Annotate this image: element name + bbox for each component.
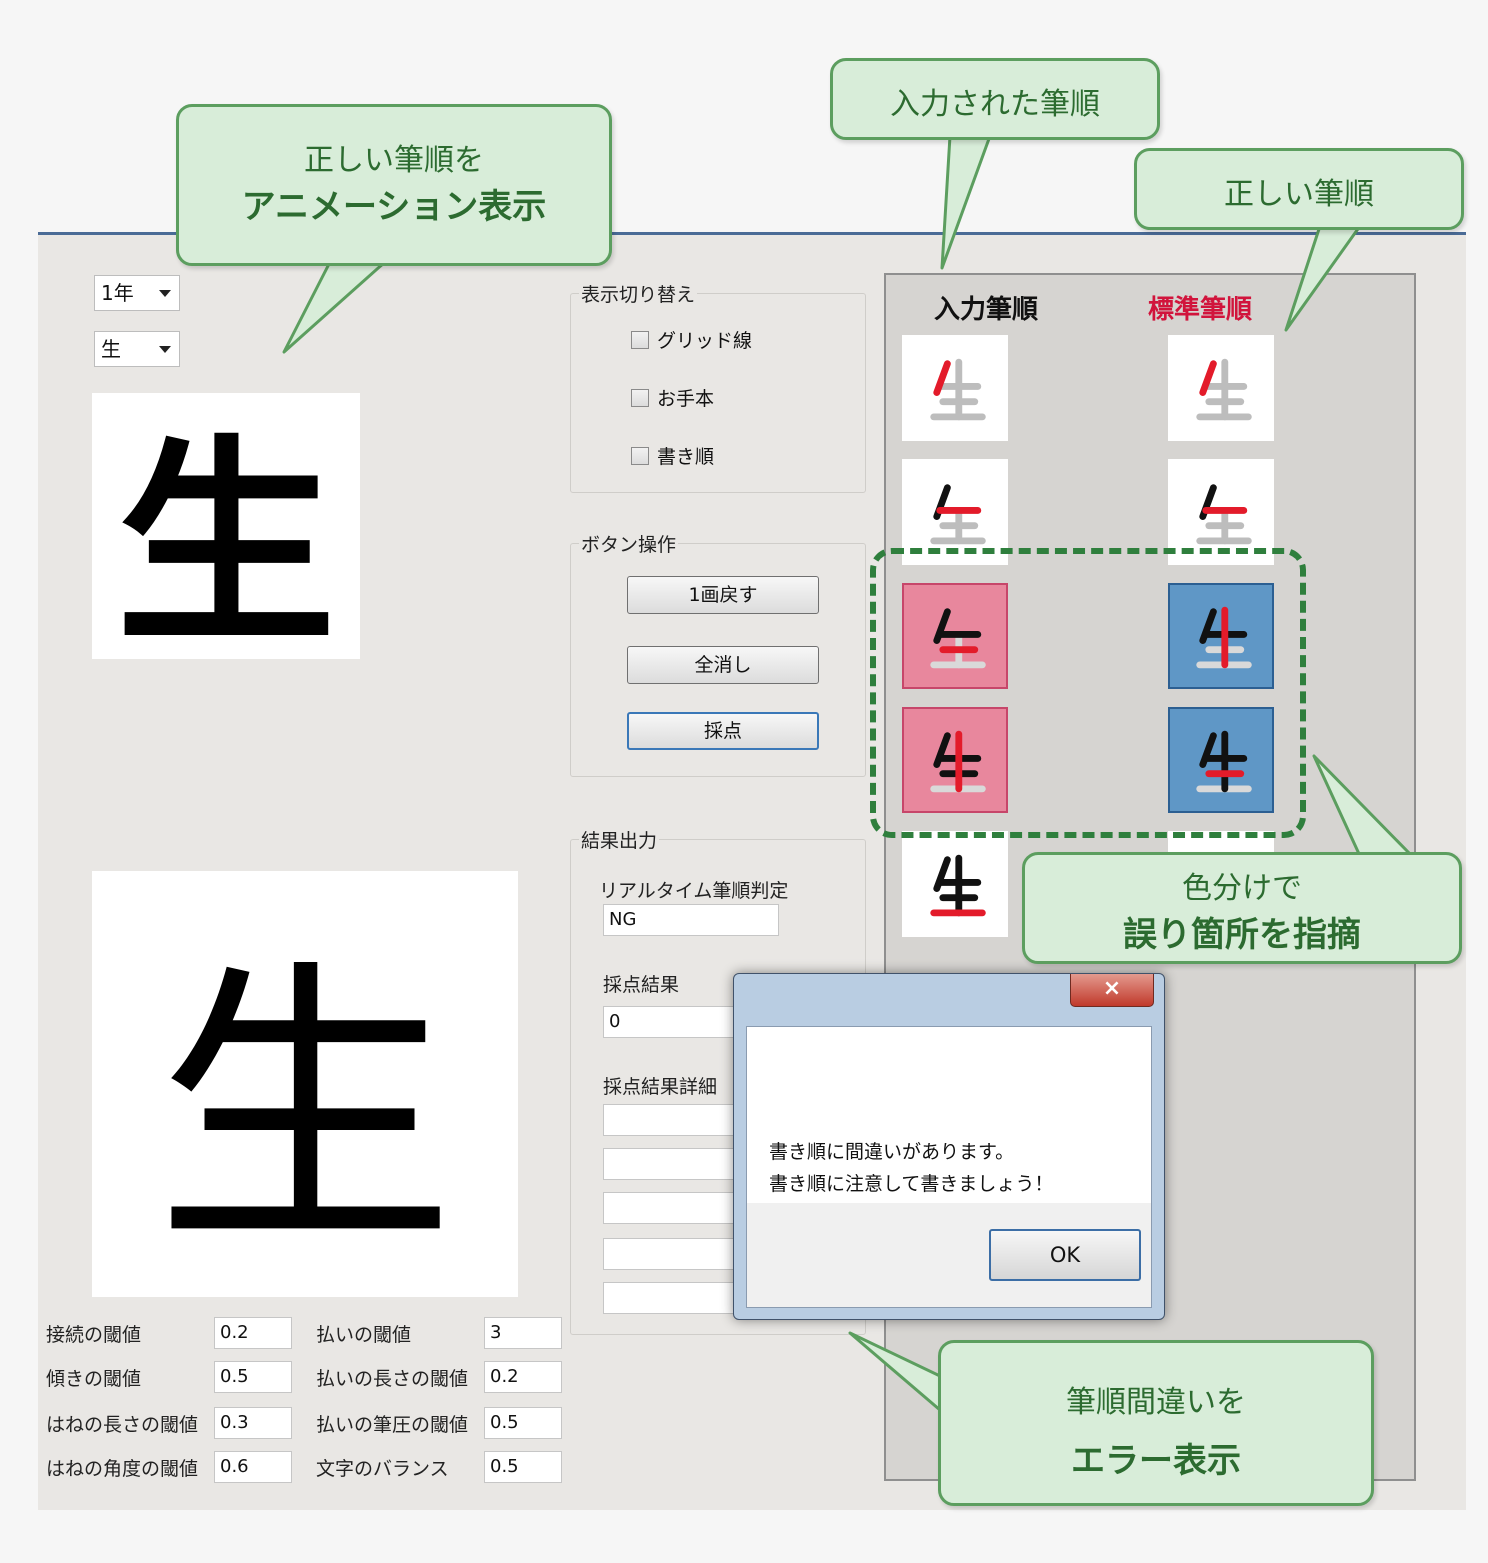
stroke-order-checkbox[interactable]: 書き順 <box>631 442 714 469</box>
checkbox-box[interactable] <box>631 446 649 465</box>
grade-select[interactable]: 1年 <box>94 275 180 311</box>
callout-tail <box>940 134 992 270</box>
callout-correct-order: 正しい筆順 <box>1134 148 1464 230</box>
callout-line: 正しい筆順を <box>304 143 484 178</box>
ok-button[interactable]: OK <box>989 1229 1141 1281</box>
dialog-message-line: 書き順に間違いがあります。 <box>769 1141 1015 1163</box>
button-ops-group: ボタン操作 1画戻す 全消し 採点 <box>570 530 866 777</box>
handwritten-kanji: 生 <box>155 936 455 1285</box>
stroke-glyph <box>930 854 986 917</box>
dialog-message-area: 書き順に間違いがあります。 書き順に注意して書きましょう！ <box>747 1027 1151 1203</box>
callout-line: 入力された筆順 <box>890 87 1100 122</box>
threshold-label: はねの角度の閾値 <box>46 1458 199 1480</box>
input-stroke-header: 入力筆順 <box>934 295 1039 325</box>
display-toggle-group: 表示切り替え グリッド線 お手本 書き順 <box>570 280 866 493</box>
results-group: 結果出力 リアルタイム筆順判定 NG 採点結果 0 採点結果詳細 <box>570 826 866 1335</box>
dialog-body: 書き順に間違いがあります。 書き順に注意して書きましょう！ OK <box>746 1026 1152 1308</box>
callout-tail <box>282 260 387 354</box>
results-title: 結果出力 <box>579 826 660 853</box>
stroke-glyph <box>930 484 986 545</box>
score-detail-label: 採点結果詳細 <box>603 1076 718 1098</box>
checkbox-box[interactable] <box>631 388 649 407</box>
standard-stroke-cell-highlight[interactable] <box>1168 707 1274 813</box>
callout-tail <box>848 1331 942 1412</box>
standard-stroke-cell[interactable] <box>1168 335 1274 441</box>
model-checkbox[interactable]: お手本 <box>631 384 714 411</box>
drawing-canvas[interactable]: 生 <box>92 871 518 1297</box>
stroke-glyph <box>1196 484 1252 545</box>
stroke-glyph <box>1196 358 1252 421</box>
input-stroke-cell[interactable] <box>902 335 1008 441</box>
input-stroke-cell-error[interactable] <box>902 707 1008 813</box>
kanji-select[interactable]: 生 <box>94 331 180 367</box>
threshold-label: 払いの長さの閾値 <box>316 1368 469 1390</box>
callout-line: エラー表示 <box>1071 1441 1241 1481</box>
threshold-field[interactable]: 0.5 <box>484 1451 562 1483</box>
threshold-label: はねの長さの閾値 <box>46 1414 199 1436</box>
dialog-message-line: 書き順に注意して書きましょう！ <box>769 1173 1054 1195</box>
standard-stroke-cell[interactable] <box>1168 459 1274 565</box>
stroke-glyph <box>1196 606 1252 669</box>
threshold-field[interactable]: 0.5 <box>214 1361 292 1393</box>
callout-line: 筆順間違いを <box>1066 1385 1246 1420</box>
input-stroke-cell[interactable] <box>902 459 1008 565</box>
standard-stroke-header: 標準筆順 <box>1148 295 1253 325</box>
stroke-glyph <box>930 730 986 793</box>
stroke-order-label: 書き順 <box>657 446 715 468</box>
threshold-field[interactable]: 0.2 <box>214 1317 292 1349</box>
threshold-label: 払いの筆圧の閾値 <box>316 1414 469 1436</box>
threshold-label: 文字のバランス <box>316 1458 449 1480</box>
threshold-field[interactable]: 0.5 <box>484 1407 562 1439</box>
clear-all-button[interactable]: 全消し <box>627 646 819 684</box>
threshold-label: 接続の閾値 <box>46 1324 142 1346</box>
threshold-label: 払いの閾値 <box>316 1324 412 1346</box>
threshold-label: 傾きの閾値 <box>46 1368 142 1390</box>
callout-line: 正しい筆順 <box>1224 177 1374 212</box>
callout-input-order: 入力された筆順 <box>830 58 1160 140</box>
stroke-glyph <box>1196 730 1252 793</box>
grid-label: グリッド線 <box>657 330 753 352</box>
reference-kanji: 生 <box>115 414 336 673</box>
undo-stroke-button[interactable]: 1画戻す <box>627 576 819 614</box>
input-stroke-cell[interactable] <box>902 831 1008 937</box>
grade-select-value: 1年 <box>101 281 134 305</box>
model-label: お手本 <box>657 388 715 410</box>
realtime-judgment-label: リアルタイム筆順判定 <box>599 880 789 902</box>
callout-line: アニメーション表示 <box>241 187 547 227</box>
callout-line: 誤り箇所を指摘 <box>1123 915 1361 955</box>
error-dialog: × 書き順に間違いがあります。 書き順に注意して書きましょう！ OK <box>733 973 1165 1320</box>
callout-animation: 正しい筆順を アニメーション表示 <box>176 104 612 266</box>
callout-tail <box>1312 754 1414 858</box>
kanji-select-value: 生 <box>101 337 121 361</box>
callout-tail <box>1284 224 1362 332</box>
realtime-judgment-field[interactable]: NG <box>603 904 779 936</box>
callout-color-coding: 色分けで 誤り箇所を指摘 <box>1022 852 1462 964</box>
standard-stroke-cell-highlight[interactable] <box>1168 583 1274 689</box>
score-result-label: 採点結果 <box>603 974 680 996</box>
threshold-field[interactable]: 0.3 <box>214 1407 292 1439</box>
checkbox-box[interactable] <box>631 330 649 349</box>
button-ops-title: ボタン操作 <box>579 530 679 557</box>
error-rows-highlight <box>870 548 1306 838</box>
stroke-glyph <box>930 358 986 421</box>
threshold-field[interactable]: 0.2 <box>484 1361 562 1393</box>
input-stroke-cell-error[interactable] <box>902 583 1008 689</box>
stroke-glyph <box>930 608 986 669</box>
score-button[interactable]: 採点 <box>627 712 819 750</box>
display-toggle-title: 表示切り替え <box>579 280 698 307</box>
grid-checkbox[interactable]: グリッド線 <box>631 326 752 353</box>
chevron-down-icon[interactable] <box>159 346 171 353</box>
threshold-field[interactable]: 0.6 <box>214 1451 292 1483</box>
reference-kanji-display: 生 <box>92 393 360 673</box>
close-icon[interactable]: × <box>1070 974 1154 1007</box>
chevron-down-icon[interactable] <box>159 290 171 297</box>
threshold-field[interactable]: 3 <box>484 1317 562 1349</box>
callout-line: 色分けで <box>1182 871 1302 906</box>
callout-error-display: 筆順間違いを エラー表示 <box>938 1340 1374 1506</box>
